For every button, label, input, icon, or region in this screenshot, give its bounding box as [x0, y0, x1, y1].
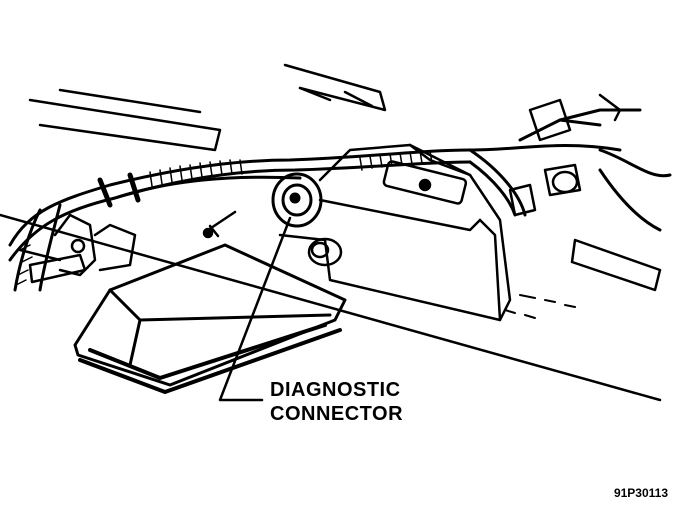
left-bracket	[28, 213, 137, 284]
valve-cover	[73, 243, 347, 394]
diagnostic-connector-label: DIAGNOSTIC CONNECTOR	[270, 378, 403, 426]
figure-id: 91P30113	[613, 486, 668, 500]
callout-line-2: CONNECTOR	[270, 403, 404, 425]
diagnostic-connector	[271, 172, 323, 228]
callout-leader	[218, 216, 292, 402]
round-sensor	[307, 237, 343, 267]
right-connectors	[508, 93, 662, 292]
fender-panel	[28, 63, 387, 152]
bolt	[202, 210, 237, 239]
wire-wrap-hatching	[15, 150, 433, 286]
hood-edge-line	[0, 213, 662, 402]
callout-line-1: DIAGNOSTIC	[270, 379, 401, 401]
dash-marks	[504, 294, 576, 319]
module-housing	[278, 143, 512, 322]
wiring-harness	[8, 108, 672, 292]
